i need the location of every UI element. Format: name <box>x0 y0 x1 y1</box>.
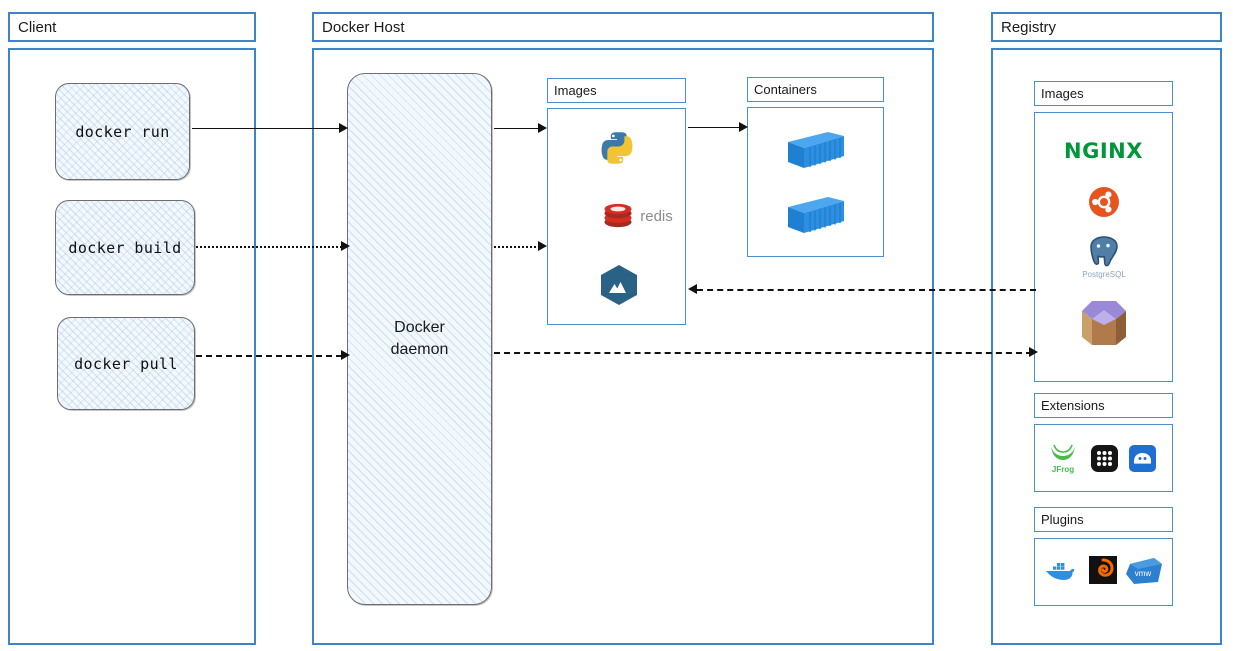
host-images-label: Images <box>547 78 686 103</box>
command-label: docker build <box>68 238 182 257</box>
postgresql-wordmark: PostgreSQL <box>1082 270 1126 279</box>
registry-label-text: Registry <box>1001 18 1057 36</box>
arrowhead-docker-run <box>339 123 348 133</box>
edge-daemon-to-images <box>494 128 540 129</box>
client-command-docker-build[interactable]: docker build <box>55 200 195 295</box>
edge-daemon-to-images-build <box>494 246 540 248</box>
client-label-text: Client <box>18 18 57 36</box>
open-box-icon <box>1073 296 1135 354</box>
ubuntu-logo <box>1087 185 1121 219</box>
container-icon <box>783 190 849 240</box>
client-command-docker-pull[interactable]: docker pull <box>57 317 195 410</box>
blue-app-icon <box>1128 444 1156 472</box>
arrowhead-registry-to-host-images <box>688 284 697 294</box>
edge-daemon-to-registry <box>494 352 1032 354</box>
edge-registry-to-host-images <box>697 289 1036 291</box>
edge-docker-run-to-daemon <box>192 128 340 129</box>
registry-plugins-label: Plugins <box>1034 507 1173 532</box>
edge-images-to-containers <box>688 127 741 128</box>
arrowhead-daemon-to-images-build <box>538 241 547 251</box>
nginx-wordmark: NGINX <box>1064 139 1143 163</box>
jfrog-logo: JFrog <box>1046 441 1080 475</box>
registry-extensions-label: Extensions <box>1034 393 1173 418</box>
host-containers-label-text: Containers <box>754 82 817 97</box>
redis-logo: redis <box>588 200 688 232</box>
daemon-label-line2: daemon <box>390 341 449 358</box>
registry-plugins-label-text: Plugins <box>1041 512 1084 527</box>
grid-dots-icon <box>1090 444 1118 472</box>
vmware-logo: vmw <box>1124 555 1164 587</box>
edge-docker-pull-to-daemon <box>196 355 342 357</box>
host-containers-body <box>747 107 884 257</box>
registry-panel-label: Registry <box>991 12 1222 42</box>
registry-images-label: Images <box>1034 81 1173 106</box>
edge-docker-build-to-daemon <box>196 246 342 248</box>
nginx-logo: NGINX <box>1054 137 1153 165</box>
registry-images-label-text: Images <box>1041 86 1084 101</box>
daemon-label-line1: Docker <box>394 319 445 337</box>
docker-host-label-text: Docker Host <box>322 18 405 36</box>
arrowhead-daemon-to-images <box>538 123 547 133</box>
container-icon <box>783 125 849 175</box>
host-images-label-text: Images <box>554 83 597 98</box>
redis-wordmark: redis <box>640 207 673 225</box>
command-label: docker run <box>75 122 170 141</box>
alpine-logo <box>598 263 640 307</box>
registry-extensions-label-text: Extensions <box>1041 398 1105 413</box>
client-panel-label: Client <box>8 12 256 42</box>
svg-text:vmw: vmw <box>1135 569 1152 578</box>
python-logo <box>597 128 637 168</box>
arrowhead-images-to-containers <box>739 122 748 132</box>
postgresql-logo: PostgreSQL <box>1075 233 1133 281</box>
docker-host-panel-label: Docker Host <box>312 12 934 42</box>
docker-whale-logo <box>1044 557 1078 585</box>
arrowhead-docker-build <box>341 241 350 251</box>
jfrog-wordmark: JFrog <box>1051 464 1075 474</box>
client-command-docker-run[interactable]: docker run <box>55 83 190 180</box>
arrowhead-docker-pull <box>341 350 350 360</box>
command-label: docker pull <box>74 354 178 373</box>
docker-daemon-node[interactable]: Docker daemon <box>347 73 492 605</box>
arrowhead-daemon-to-registry <box>1029 347 1038 357</box>
host-containers-label: Containers <box>747 77 884 102</box>
grafana-logo <box>1088 555 1118 585</box>
